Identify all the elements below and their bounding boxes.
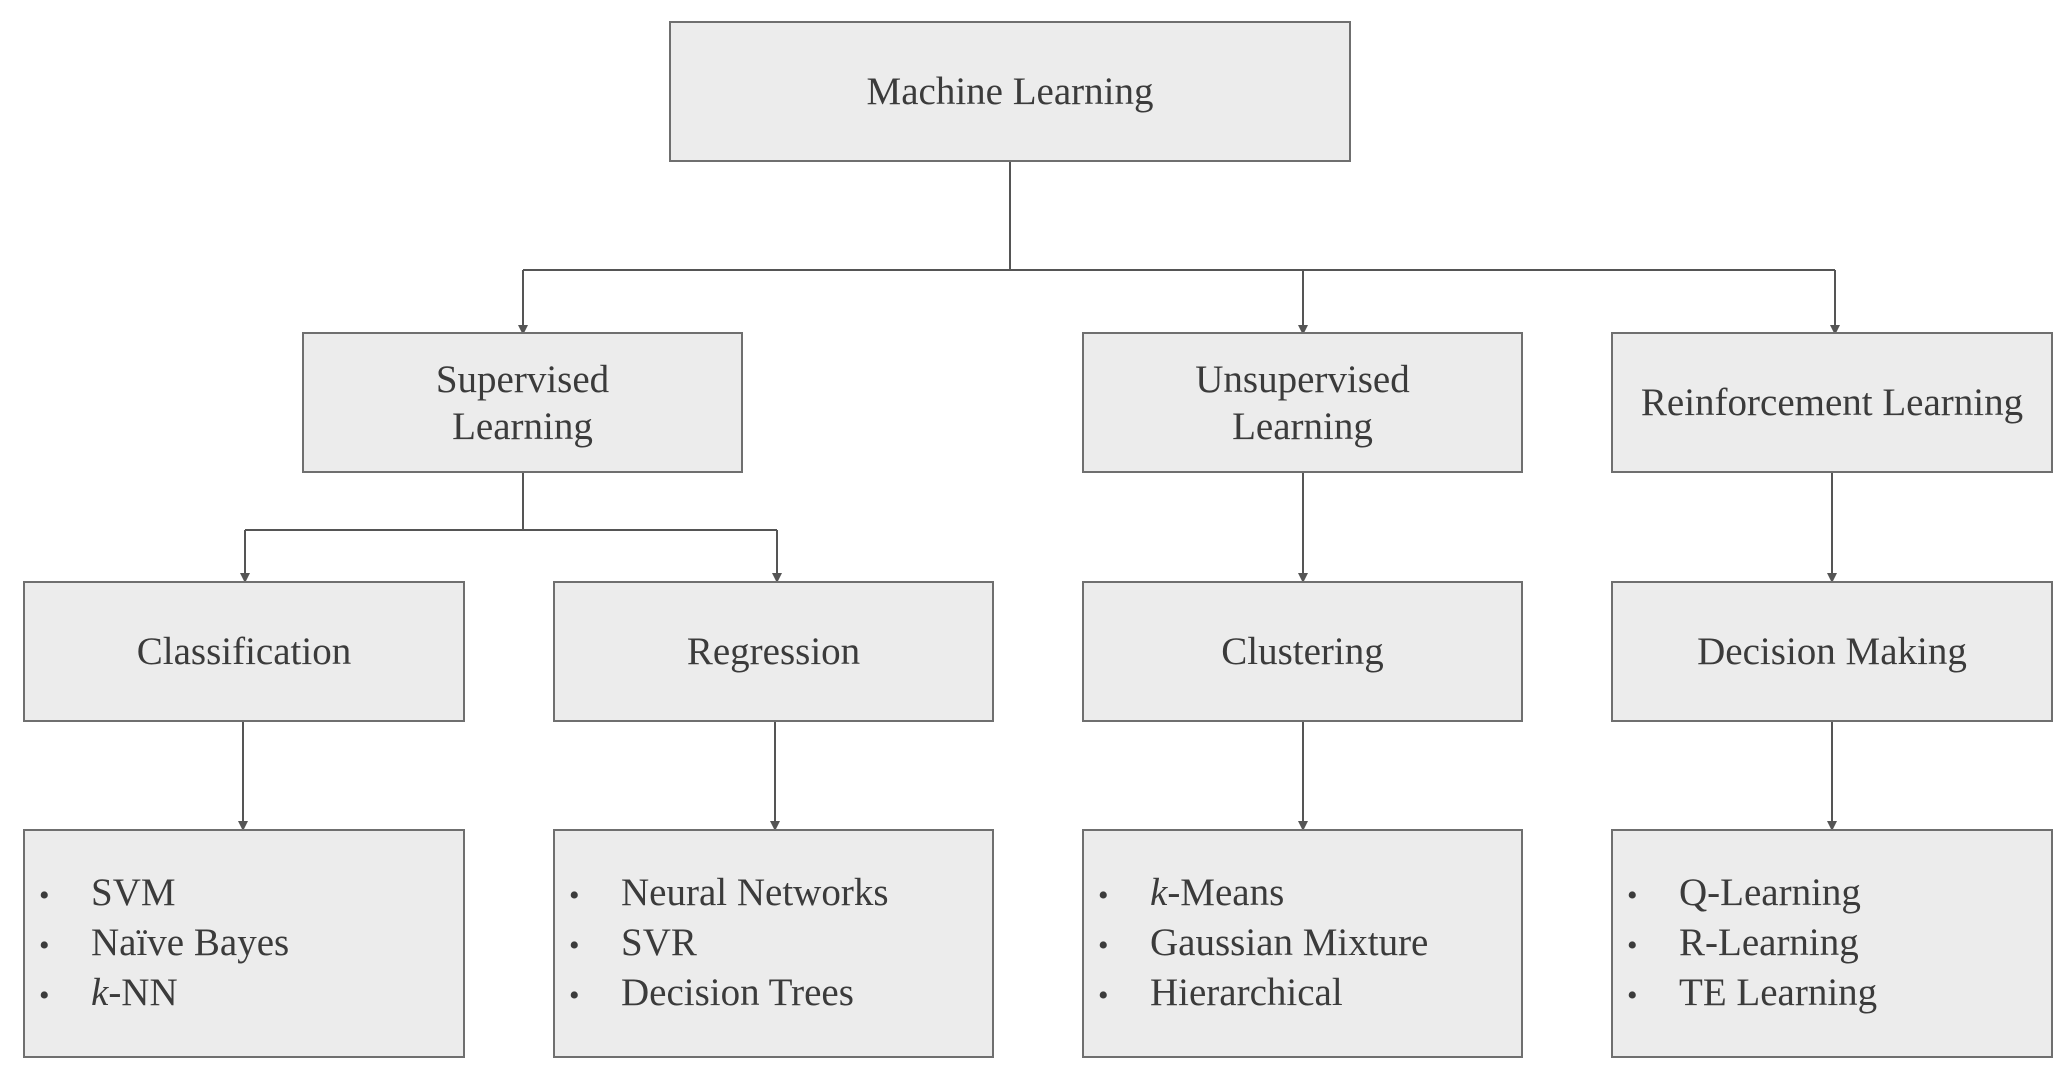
- bullet-icon: •: [39, 928, 50, 962]
- method-item-svr: • SVR: [569, 919, 697, 969]
- reinforcement-learning-node: Reinforcement Learning: [1611, 332, 2053, 473]
- method-label: Q-Learning: [1679, 870, 1861, 914]
- clustering-label: Clustering: [1221, 630, 1384, 673]
- method-item-naive-bayes: • Naïve Bayes: [39, 919, 289, 969]
- classification-node: Classification: [23, 581, 465, 722]
- bullet-icon: •: [569, 878, 580, 912]
- method-item-knn: • k-NN: [39, 969, 178, 1019]
- level3-connectors: [238, 722, 1837, 831]
- method-item-decision-trees: • Decision Trees: [569, 969, 854, 1019]
- unsupervised-learning-label-line1: Unsupervised: [1195, 357, 1410, 401]
- method-item-r-learning: • R-Learning: [1627, 919, 1859, 969]
- bullet-icon: •: [1098, 978, 1109, 1012]
- method-label: Decision Trees: [621, 970, 854, 1014]
- method-item-hierarchical: • Hierarchical: [1098, 969, 1343, 1019]
- method-item-neural-networks: • Neural Networks: [569, 869, 889, 919]
- method-item-k-means: • k-Means: [1098, 869, 1284, 919]
- clustering-methods-node: • k-Means • Gaussian Mixture • Hierarchi…: [1082, 829, 1523, 1058]
- reinforcement-learning-label: Reinforcement Learning: [1640, 381, 2024, 424]
- decision-making-node: Decision Making: [1611, 581, 2053, 722]
- regression-label: Regression: [686, 630, 861, 673]
- regression-node: Regression: [553, 581, 994, 722]
- method-label-suffix: -Means: [1167, 870, 1285, 914]
- bullet-icon: •: [1627, 928, 1638, 962]
- bullet-icon: •: [569, 978, 580, 1012]
- method-label: Hierarchical: [1150, 970, 1343, 1014]
- machine-learning-node: Machine Learning: [669, 21, 1351, 162]
- bullet-icon: •: [1627, 978, 1638, 1012]
- bullet-icon: •: [1098, 878, 1109, 912]
- method-label: Neural Networks: [621, 870, 889, 914]
- method-label: SVR: [621, 920, 697, 964]
- regression-methods-node: • Neural Networks • SVR • Decision Trees: [553, 829, 994, 1058]
- method-item-gaussian-mixture: • Gaussian Mixture: [1098, 919, 1428, 969]
- method-label: TE Learning: [1679, 970, 1878, 1014]
- bullet-icon: •: [39, 878, 50, 912]
- supervised-learning-node: Supervised Learning: [302, 332, 743, 473]
- bullet-icon: •: [1627, 878, 1638, 912]
- method-label-prefix: k: [1150, 870, 1168, 914]
- classification-methods-node: • SVM • Naïve Bayes • k-NN: [23, 829, 465, 1058]
- supervised-learning-label-line1: Supervised: [435, 357, 610, 401]
- method-label-prefix: k: [91, 970, 109, 1014]
- bullet-icon: •: [1098, 928, 1109, 962]
- method-label: Naïve Bayes: [91, 920, 290, 964]
- level2-connectors: [1298, 473, 1837, 583]
- bullet-icon: •: [39, 978, 50, 1012]
- method-item-svm: • SVM: [39, 869, 176, 919]
- unsupervised-learning-label-line2: Learning: [1232, 404, 1373, 448]
- bullet-icon: •: [569, 928, 580, 962]
- decision-making-label: Decision Making: [1697, 630, 1967, 673]
- classification-label: Classification: [136, 630, 352, 673]
- method-item-q-learning: • Q-Learning: [1627, 869, 1861, 919]
- decision-methods-node: • Q-Learning • R-Learning • TE Learning: [1611, 829, 2053, 1058]
- supervised-learning-label-line2: Learning: [452, 404, 593, 448]
- machine-learning-label: Machine Learning: [866, 70, 1154, 113]
- method-label: R-Learning: [1679, 920, 1859, 964]
- root-connectors: [518, 162, 1840, 335]
- method-label: Gaussian Mixture: [1150, 920, 1429, 964]
- method-label-suffix: -NN: [108, 970, 178, 1014]
- clustering-node: Clustering: [1082, 581, 1523, 722]
- unsupervised-learning-node: Unsupervised Learning: [1082, 332, 1523, 473]
- method-label: SVM: [91, 870, 176, 914]
- supervised-connectors: [240, 473, 782, 583]
- method-item-te-learning: • TE Learning: [1627, 969, 1877, 1019]
